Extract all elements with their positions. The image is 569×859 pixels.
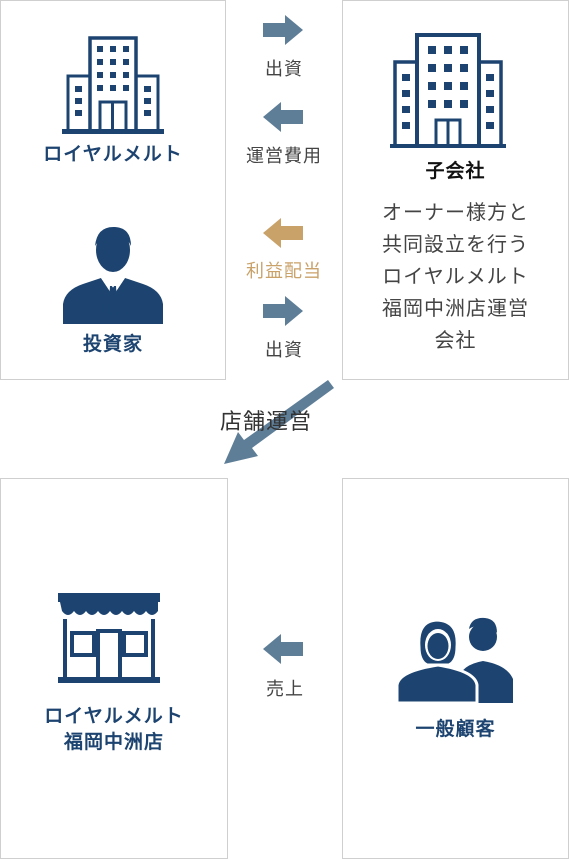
store-box <box>0 478 228 859</box>
office-building-icon <box>62 36 164 134</box>
subsidiary-label: 子会社 <box>425 160 486 182</box>
customers-label: 一般顧客 <box>415 718 496 740</box>
profit-dividend-flow-label: 利益配当 <box>246 261 322 282</box>
businessman-icon <box>63 226 163 324</box>
arrow-right-icon <box>263 15 303 45</box>
subsidiary-description-line: オーナー様方と <box>382 200 529 224</box>
investment-flow-label: 出資 <box>265 340 303 361</box>
royal-melt-label: ロイヤルメルト <box>43 143 183 165</box>
subsidiary-description-line: 福岡中洲店運営 <box>382 296 529 320</box>
subsidiary-description-line: 共同設立を行う <box>382 232 529 256</box>
people-icon <box>397 617 513 703</box>
arrow-right-icon <box>263 296 303 326</box>
subsidiary-description: オーナー様方と 共同設立を行う ロイヤルメルト 福岡中洲店運営 会社 <box>342 196 569 356</box>
arrow-left-icon <box>263 634 303 664</box>
operating-cost-flow-label: 運営費用 <box>246 146 322 167</box>
subsidiary-box <box>342 0 569 380</box>
tall-building-icon <box>390 33 506 148</box>
storefront-icon <box>58 593 160 683</box>
arrow-left-icon <box>263 102 303 132</box>
store-operation-flow-label: 店舗運営 <box>220 410 313 435</box>
investor-label: 投資家 <box>82 333 143 355</box>
investment-flow-label: 出資 <box>265 59 303 80</box>
subsidiary-description-line: 会社 <box>434 328 477 352</box>
store-label-line: ロイヤルメルト <box>44 705 184 727</box>
arrow-down-left-icon <box>224 380 334 464</box>
store-label-line: 福岡中洲店 <box>63 731 164 753</box>
store-label: ロイヤルメルト 福岡中洲店 <box>0 703 228 755</box>
sales-flow-label: 売上 <box>266 679 304 700</box>
arrow-left-gold-icon <box>263 218 303 248</box>
subsidiary-description-line: ロイヤルメルト <box>382 264 529 288</box>
